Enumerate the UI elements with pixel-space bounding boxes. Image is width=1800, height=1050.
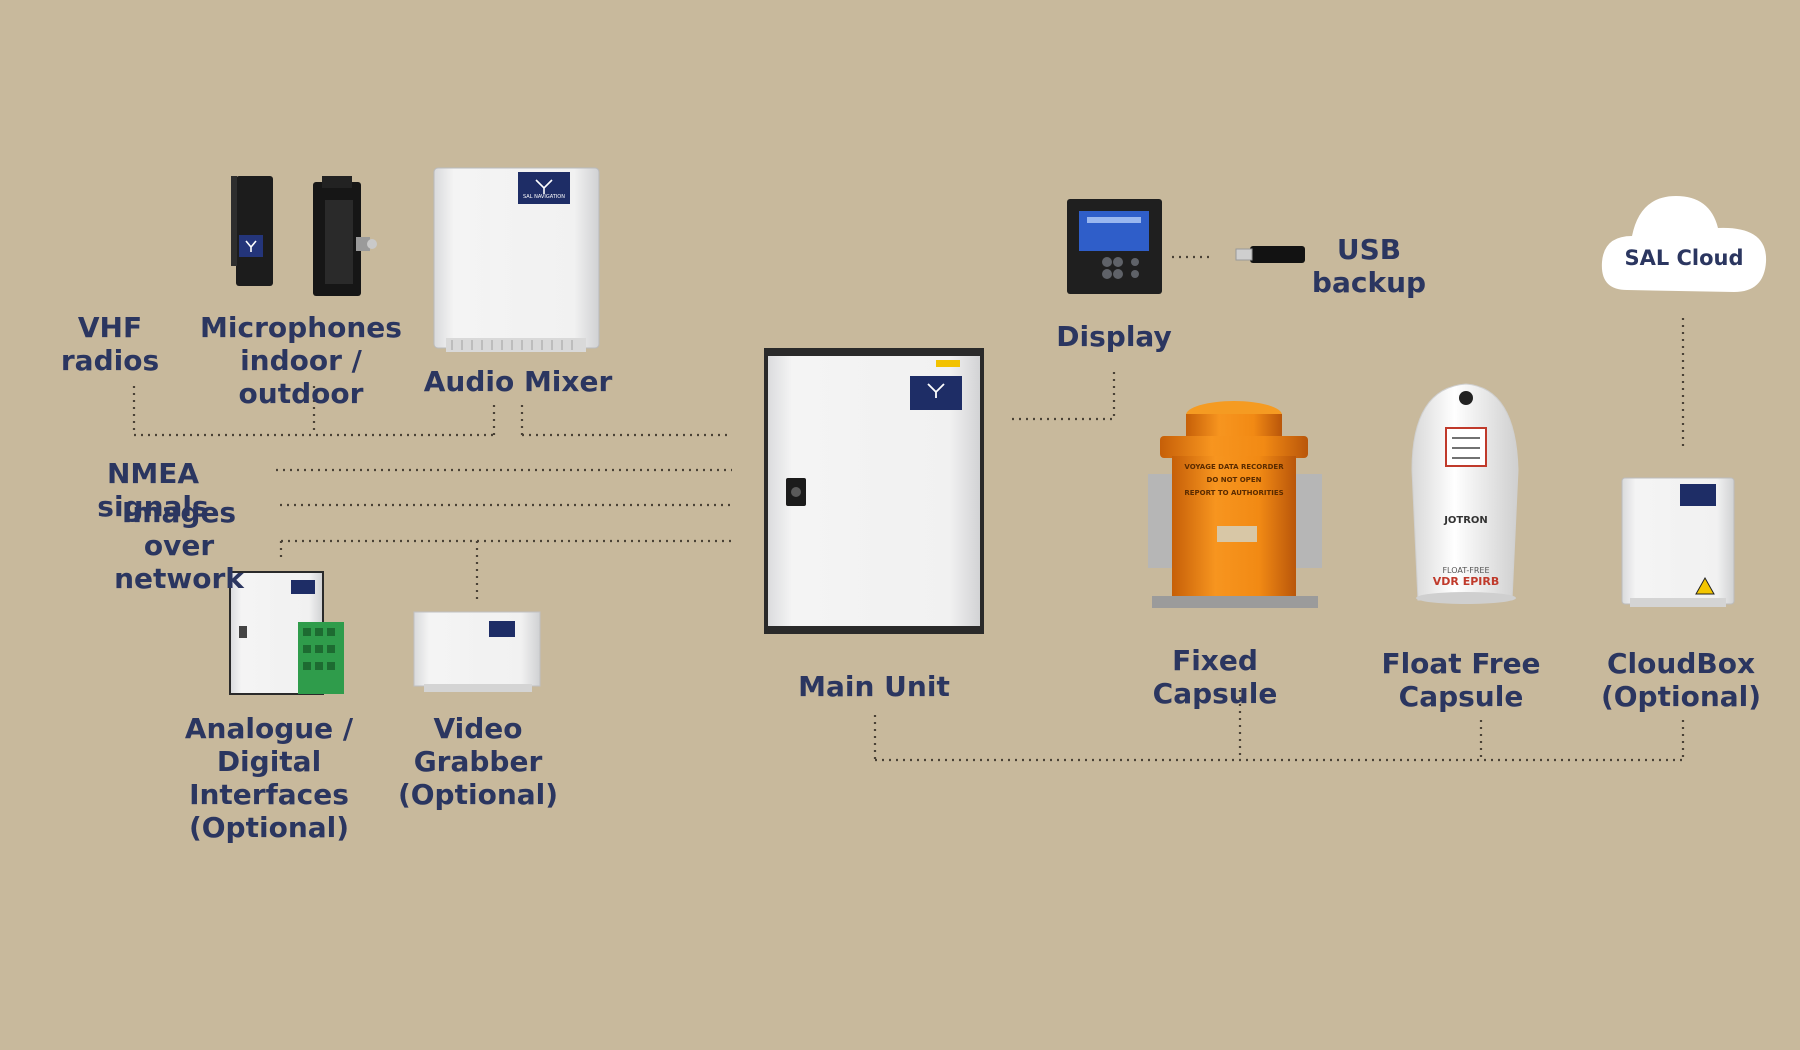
label-float-free-capsule: Float Free Capsule bbox=[1381, 647, 1541, 713]
fixed-capsule-device: VOYAGE DATA RECORDER DO NOT OPEN REPORT TO… bbox=[1148, 401, 1322, 608]
microphone-icon bbox=[313, 176, 377, 296]
vhf-handset-icon bbox=[231, 176, 273, 286]
label-images-over-network: Images over network bbox=[114, 496, 244, 595]
connector-main-display bbox=[1012, 370, 1116, 421]
usb-stick-icon bbox=[1235, 246, 1305, 263]
capsule-text-line: DO NOT OPEN bbox=[1207, 476, 1262, 484]
label-audio-mixer: Audio Mixer bbox=[423, 365, 613, 398]
label-nmea-signals: NMEA signals bbox=[97, 457, 209, 523]
label-main-unit: Main Unit bbox=[798, 670, 950, 703]
cloudbox-device bbox=[1621, 477, 1735, 607]
label-display: Display bbox=[1056, 320, 1172, 353]
label-analogue-digital: Analogue / Digital Interfaces (Optional) bbox=[184, 712, 354, 844]
label-vhf-radios: VHF radios bbox=[60, 311, 160, 377]
float-line1: FLOAT-FREE bbox=[1442, 566, 1489, 575]
video-grabber-device bbox=[413, 611, 541, 692]
float-free-capsule-device: JOTRON FLOAT-FREE VDR EPIRB bbox=[1411, 383, 1519, 604]
capsule-text-line: VOYAGE DATA RECORDER bbox=[1184, 463, 1284, 471]
label-microphones: Microphones indoor / outdoor bbox=[200, 311, 402, 410]
float-line2: VDR EPIRB bbox=[1433, 575, 1499, 588]
label-sal-cloud: SAL Cloud bbox=[1624, 246, 1744, 270]
capsule-text: VOYAGE DATA RECORDER DO NOT OPEN REPORT TO… bbox=[1184, 463, 1284, 497]
sal-cloud-icon bbox=[1601, 196, 1767, 292]
main-unit-device bbox=[764, 348, 984, 634]
analogue-digital-interface-device bbox=[229, 571, 344, 695]
label-fixed-capsule: Fixed Capsule bbox=[1152, 644, 1278, 710]
float-brand: JOTRON bbox=[1443, 515, 1488, 526]
label-cloudbox: CloudBox (Optional) bbox=[1600, 647, 1762, 713]
capsule-text-line: REPORT TO AUTHORITIES bbox=[1184, 489, 1283, 497]
display-device bbox=[1067, 199, 1162, 294]
audio-mixer-device: SAL NAVIGATION bbox=[433, 167, 600, 352]
audio-mixer-brand: SAL NAVIGATION bbox=[523, 194, 565, 200]
connector-lines bbox=[132, 255, 1685, 762]
label-video-grabber: Video Grabber (Optional) bbox=[397, 712, 559, 811]
label-usb-backup: USB backup bbox=[1311, 233, 1427, 299]
